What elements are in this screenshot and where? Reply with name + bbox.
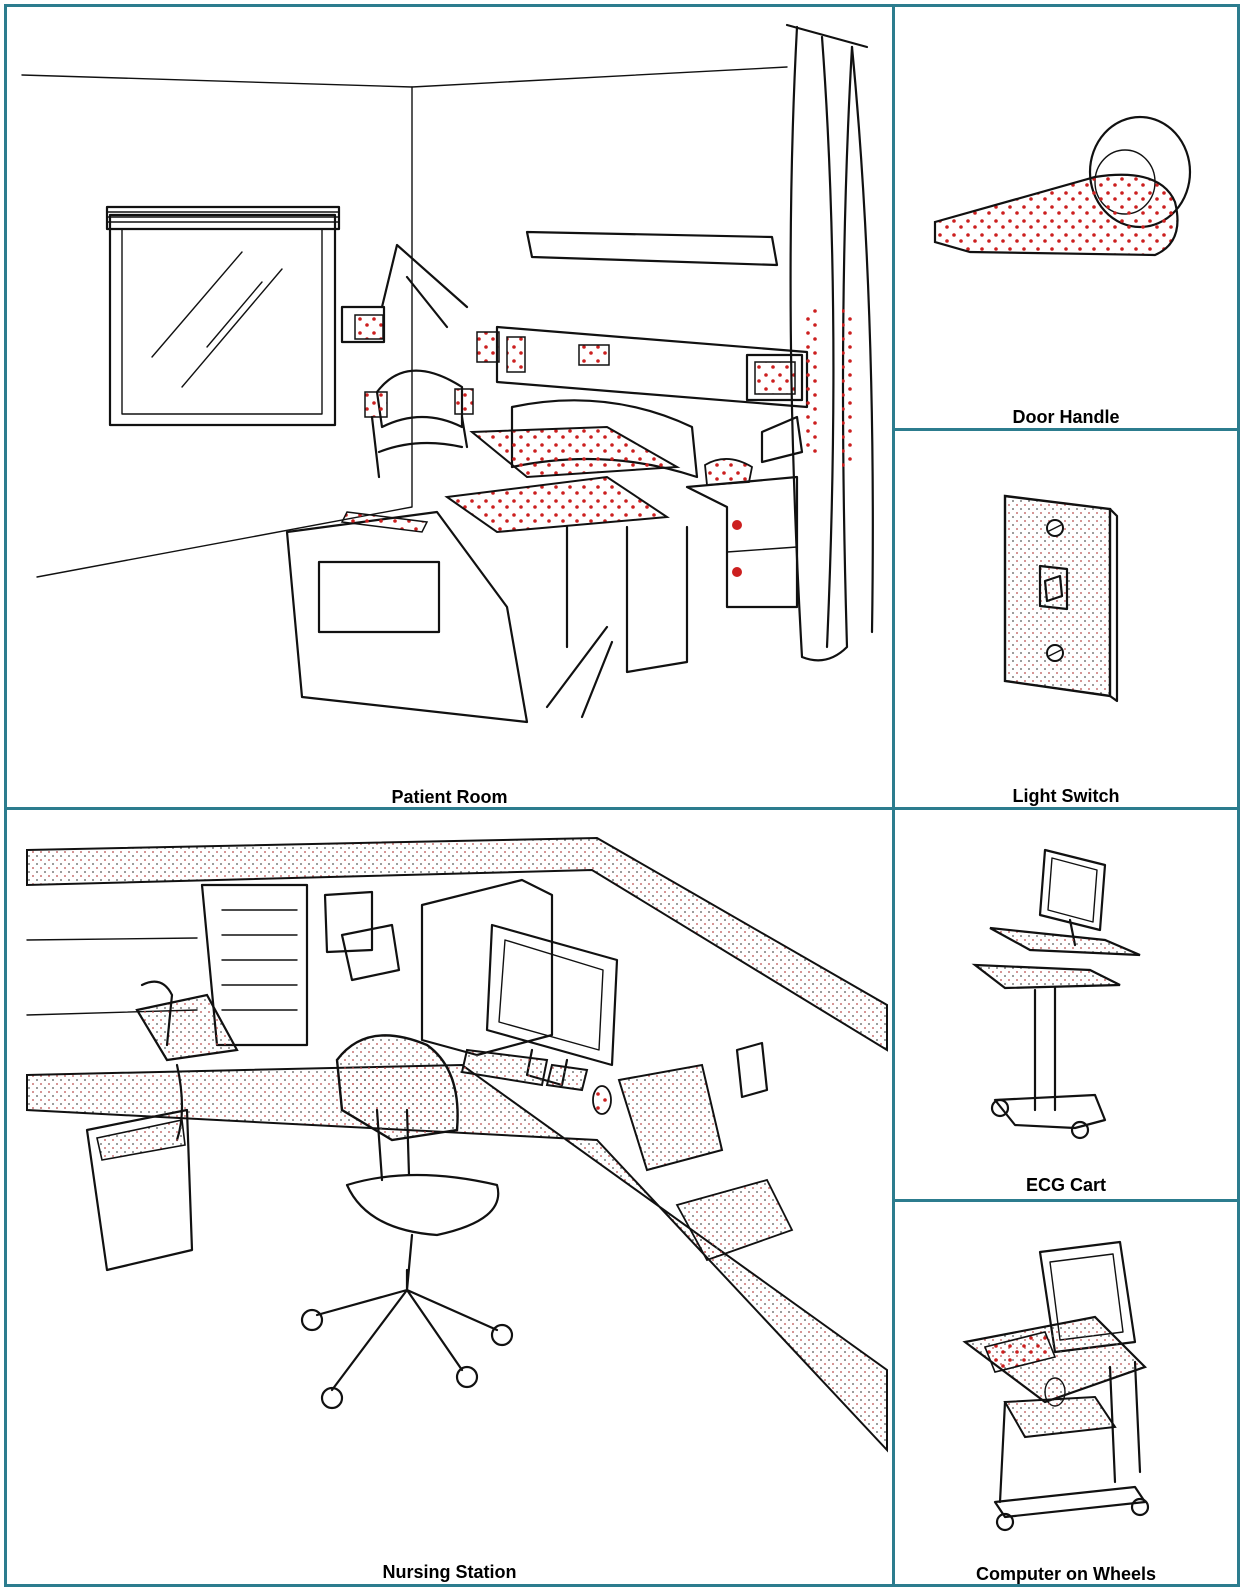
- wall-outlet: [737, 1043, 767, 1097]
- wall-note: [325, 892, 372, 952]
- wall-light: [527, 232, 777, 265]
- ecg-cart-illustration: [895, 810, 1240, 1202]
- computer-on-wheels-illustration: [895, 1202, 1240, 1587]
- chair: [365, 371, 473, 477]
- handle-lever: [935, 175, 1178, 255]
- caption-computer-on-wheels: Computer on Wheels: [895, 1564, 1237, 1585]
- panel-nursing-station: Nursing Station: [4, 807, 895, 1587]
- wall-monitor: [342, 245, 467, 342]
- cart-keyboard-tray: [975, 965, 1120, 988]
- bedside-table: [687, 417, 802, 607]
- headwall: [477, 327, 807, 407]
- computer: [422, 880, 617, 1085]
- room-walls: [22, 75, 412, 577]
- binder: [619, 1065, 722, 1170]
- light-switch-illustration: [895, 431, 1240, 810]
- caption-ecg-cart: ECG Cart: [895, 1175, 1237, 1196]
- panel-computer-on-wheels: Computer on Wheels: [892, 1199, 1240, 1587]
- caption-light-switch: Light Switch: [895, 786, 1237, 807]
- panel-patient-room: Patient Room: [4, 4, 895, 810]
- paper-stack: [677, 1180, 792, 1260]
- privacy-curtain: [787, 25, 873, 660]
- window: [107, 207, 339, 425]
- mouse: [593, 1086, 611, 1114]
- patient-room-illustration: [7, 7, 895, 810]
- panel-ecg-cart: ECG Cart: [892, 807, 1240, 1202]
- cart-top-tray: [990, 928, 1140, 955]
- panel-door-handle: Door Handle: [892, 4, 1240, 431]
- caption-nursing-station: Nursing Station: [7, 1562, 892, 1583]
- bed: [287, 400, 697, 722]
- caption-patient-room: Patient Room: [7, 787, 892, 808]
- panel-light-switch: Light Switch: [892, 428, 1240, 810]
- nursing-station-illustration: [7, 810, 895, 1587]
- door-handle-illustration: [895, 7, 1240, 431]
- caption-door-handle: Door Handle: [895, 407, 1237, 428]
